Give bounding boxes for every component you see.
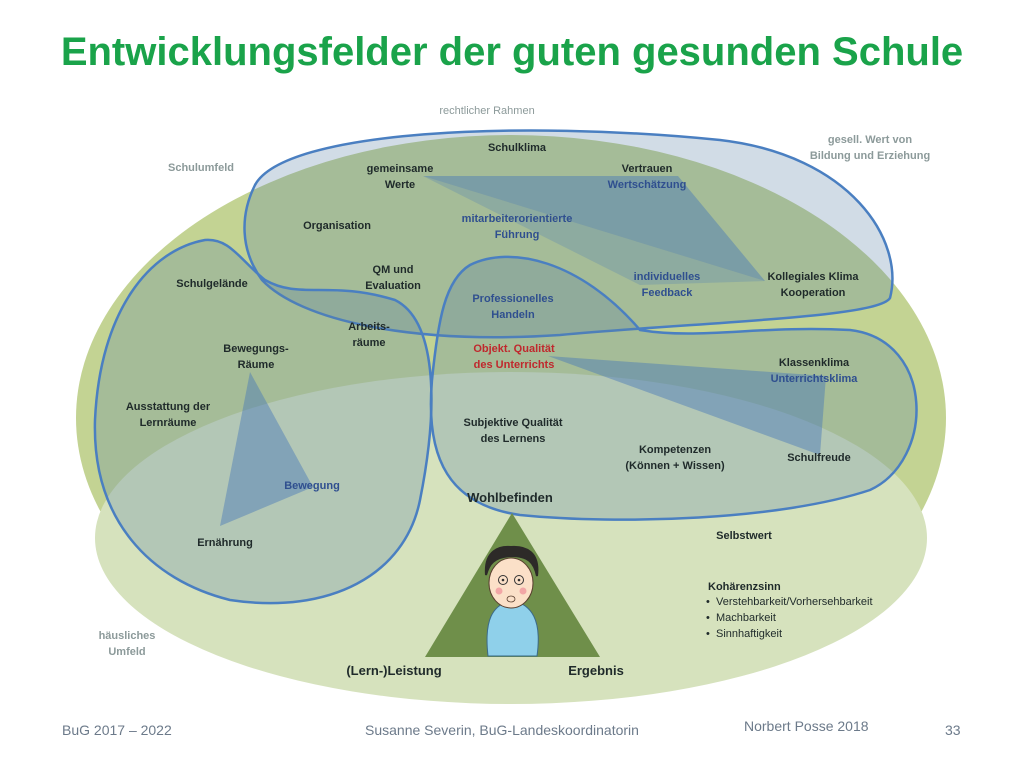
label-schulumfeld: Schulumfeld [168,162,234,174]
label-ausstattung-1: Ausstattung der [126,401,211,413]
bullet-icon: • [706,612,710,624]
label-bewegungs-1: Bewegungs- [223,343,289,355]
label-mitarbeiter-2: Führung [495,229,540,241]
footer-left: BuG 2017 – 2022 [62,722,172,738]
label-bewegung: Bewegung [284,480,340,492]
label-subjektive-1: Subjektive Qualität [463,417,562,429]
label-objekt-2: des Unterrichts [474,359,555,371]
label-gemeinsame-2: Werte [385,179,415,191]
label-bewegungs-2: Räume [238,359,275,371]
triangle-bewegung [220,372,313,526]
label-klassenklima-1: Klassenklima [779,357,850,369]
label-arbeits-1: Arbeits- [348,321,390,333]
footer-center: Susanne Severin, BuG-Landeskoordinatorin [365,722,639,738]
label-leistung: (Lern-)Leistung [346,663,441,678]
label-mitarbeiter-1: mitarbeiterorientierte [462,213,573,225]
label-professionelles-1: Professionelles [472,293,553,305]
label-qm-2: Evaluation [365,280,421,292]
triangle-werte-kollegial [423,176,765,281]
label-vertrauen-2: Wertschätzung [608,179,687,191]
region-schulklima [243,129,894,339]
label-subjektive-2: des Lernens [481,433,546,445]
label-kollegiales-2: Kooperation [781,287,846,299]
bullet-icon: • [706,628,710,640]
koharenz-item-text: Machbarkeit [716,612,776,624]
triangle-unterricht [548,356,826,455]
label-haeusliches-2: Umfeld [108,646,145,658]
label-schulgelaende: Schulgelände [176,278,248,290]
label-haeusliches-1: häusliches [99,630,156,642]
label-organisation: Organisation [303,220,371,232]
label-selbstwert: Selbstwert [716,530,772,542]
label-kompetenzen-1: Kompetenzen [639,444,711,456]
page-number: 33 [945,722,961,738]
label-vertrauen-1: Vertrauen [622,163,673,175]
label-klassenklima-2: Unterrichtsklima [771,373,859,385]
label-kompetenzen-2: (Können + Wissen) [625,460,725,472]
label-rechtlicher-rahmen: rechtlicher Rahmen [439,105,534,117]
bullet-icon: • [706,596,710,608]
label-qm-1: QM und [373,264,414,276]
label-schulklima: Schulklima [488,142,547,154]
koharenz-item: • Sinnhaftigkeit [706,628,782,640]
label-kollegiales-1: Kollegiales Klima [767,271,859,283]
koharenz-item-text: Verstehbarkeit/Vorhersehbarkeit [716,596,873,608]
label-objekt-1: Objekt. Qualität [473,343,555,355]
region-schulgelaende [93,238,433,605]
label-professionelles-2: Handeln [491,309,535,321]
label-schulfreude: Schulfreude [787,452,851,464]
label-individuelles-2: Feedback [642,287,694,299]
label-gemeinsame-1: gemeinsame [367,163,434,175]
child-illustration-icon [484,545,539,657]
koharenz-item: • Verstehbarkeit/Vorhersehbarkeit [706,596,873,608]
label-gesell-wert-1: gesell. Wert von [828,134,912,146]
label-wohlbefinden: Wohlbefinden [467,490,553,505]
region-unterricht [429,255,918,521]
koharenz-heading: Kohärenzsinn [708,581,781,593]
label-ausstattung-2: Lernräume [140,417,197,429]
label-individuelles-1: individuelles [634,271,701,283]
label-ergebnis: Ergebnis [568,663,624,678]
page-title: Entwicklungsfelder der guten gesunden Sc… [60,30,964,74]
label-ernaehrung: Ernährung [197,537,253,549]
triangle-werte-feedback [423,176,765,285]
footer-right: Norbert Posse 2018 [744,718,869,734]
koharenz-item: • Machbarkeit [706,612,776,624]
label-arbeits-2: räume [352,337,385,349]
label-gesell-wert-2: Bildung und Erziehung [810,150,930,162]
koharenz-item-text: Sinnhaftigkeit [716,628,782,640]
